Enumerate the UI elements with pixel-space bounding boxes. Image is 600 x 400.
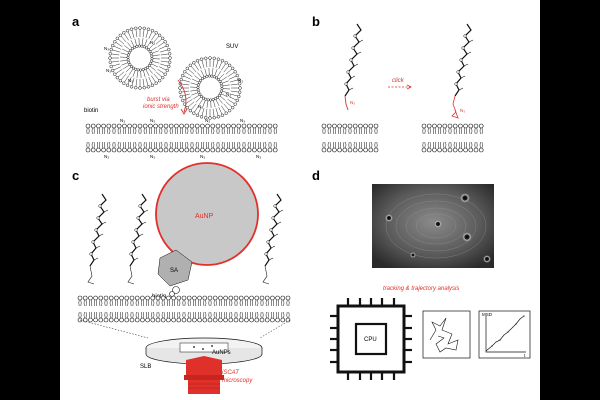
burst-arrow bbox=[177, 79, 187, 113]
vesicle-1 bbox=[108, 26, 172, 90]
panel-letter-d: d bbox=[312, 168, 320, 183]
n3-label: N₃ bbox=[106, 68, 111, 73]
sample-dish bbox=[145, 337, 263, 365]
slb-label: SLB bbox=[140, 364, 151, 370]
iscat-image bbox=[372, 184, 494, 268]
n3-label: N₃ bbox=[198, 104, 203, 109]
trajectory-plot bbox=[422, 310, 471, 359]
panel-a: a SUV N₃ N₃ N₃ N₃ N₃ N₃ N₃ burst via bbox=[72, 14, 278, 159]
panel-letter-c: c bbox=[72, 168, 79, 183]
n3-label: N₃ bbox=[120, 118, 125, 123]
particle-spot bbox=[460, 193, 470, 203]
arrow-head-icon bbox=[180, 108, 188, 115]
n3-label: N₃ bbox=[226, 92, 231, 97]
streptavidin-shape bbox=[157, 249, 193, 287]
n3-label: N₃ bbox=[200, 154, 205, 159]
bilayer-a bbox=[85, 123, 278, 153]
iscat-label-line2: microscopy bbox=[222, 378, 253, 384]
particle-spot bbox=[462, 232, 472, 242]
n3-label: N₃ bbox=[150, 118, 155, 123]
aunps-label: AuNPs bbox=[212, 350, 231, 356]
trajectory-line bbox=[429, 317, 459, 353]
bilayer-b-left bbox=[321, 123, 379, 153]
n3-label: N₃ bbox=[256, 154, 261, 159]
n3-label: N₃ bbox=[350, 100, 355, 105]
tracking-label: tracking & trajectory analysis bbox=[383, 286, 459, 292]
click-label: click bbox=[392, 78, 405, 84]
n3-label: N₃ bbox=[240, 118, 245, 123]
n3-label: N₃ bbox=[104, 154, 109, 159]
biotin-icon bbox=[172, 286, 180, 294]
objective-lens-icon bbox=[184, 356, 224, 394]
cpu-icon bbox=[330, 298, 412, 380]
aunp-particle bbox=[155, 162, 259, 266]
particle-spot bbox=[385, 214, 393, 222]
bilayer-c bbox=[77, 295, 291, 323]
n3-label: N₃ bbox=[128, 78, 133, 83]
vesicle-2 bbox=[178, 56, 242, 120]
panel-c: c AuNP SA biotin bbox=[72, 162, 291, 394]
msd-plot bbox=[478, 310, 531, 359]
sa-label: SA bbox=[170, 268, 178, 274]
cpu-label: CPU bbox=[364, 337, 377, 343]
n3-label: N₃ bbox=[150, 154, 155, 159]
panel-letter-b: b bbox=[312, 14, 320, 29]
msd-curve bbox=[485, 315, 525, 352]
burst-label-line2: ionic strength bbox=[143, 104, 179, 110]
panel-b: b N₃ click N₃ bbox=[312, 14, 484, 153]
suv-label: SUV bbox=[226, 44, 238, 50]
n3-label: N₃ bbox=[238, 78, 243, 83]
n3-label: N₃ bbox=[205, 118, 210, 123]
arrow-head-icon bbox=[406, 84, 412, 90]
iscat-label-line1: iSCAT bbox=[222, 370, 240, 376]
msd-axes bbox=[485, 316, 526, 353]
time-axis-label: t bbox=[524, 353, 526, 358]
bilayer-b-right bbox=[421, 123, 484, 153]
panel-letter-a: a bbox=[72, 14, 80, 29]
n3-label: N₃ bbox=[150, 40, 155, 45]
particle-spot bbox=[483, 255, 491, 263]
particle-spot bbox=[434, 220, 442, 228]
n3-label: N₃ bbox=[460, 108, 465, 113]
aunp-label: AuNP bbox=[195, 213, 214, 220]
particle-spot bbox=[410, 252, 416, 258]
burst-label-line1: burst via bbox=[147, 97, 170, 103]
n3-label: N₃ bbox=[104, 46, 109, 51]
msd-axis-label: MSD bbox=[482, 312, 493, 317]
panel-d: d tracking & trajectory analysis bbox=[312, 168, 531, 380]
triazole-ring bbox=[451, 95, 459, 119]
alkyne-linker bbox=[344, 95, 349, 111]
biotin-label: biotin bbox=[84, 108, 98, 114]
